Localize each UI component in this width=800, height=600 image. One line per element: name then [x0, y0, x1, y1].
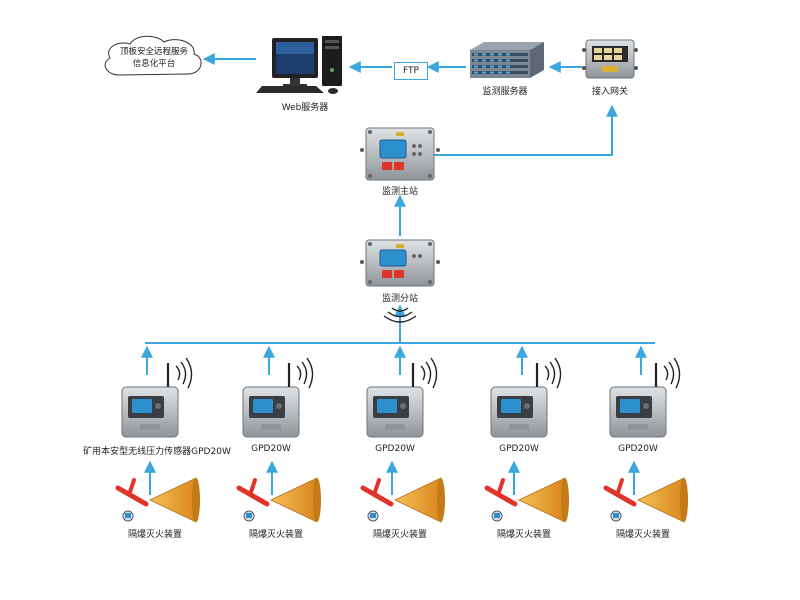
pressure-sensor-icon — [609, 386, 667, 438]
wireless-signal-icon — [663, 357, 681, 389]
sensor-unit — [360, 357, 445, 523]
main-station-label: 监测主站 — [381, 187, 418, 197]
fire-suppression-device-icon — [115, 477, 200, 523]
sensor-group — [115, 357, 688, 523]
wireless-signal-icon — [383, 307, 417, 323]
web-server-label: Web服务器 — [281, 103, 329, 113]
sub-station-label: 监测分站 — [381, 294, 418, 304]
platform-line-1: 顶板安全远程服务 — [119, 47, 188, 57]
monitor-server-label: 监测服务器 — [482, 87, 528, 97]
connector-lines — [141, 53, 655, 495]
cloud-icon — [104, 35, 202, 76]
sub-station-icon — [360, 239, 440, 287]
sensor-label: GPD20W — [499, 444, 539, 454]
platform-label: 顶板安全远程服务 信息化平台 — [112, 46, 196, 70]
wireless-signal-icon — [544, 357, 562, 389]
fire-suppression-device-icon — [236, 477, 321, 523]
gateway-label: 接入网关 — [591, 87, 628, 97]
wireless-signal-icon — [296, 357, 314, 389]
ftp-box: FTP — [394, 62, 428, 80]
fire-device-label: 隔爆灭火装置 — [372, 530, 427, 540]
platform-line-2: 信息化平台 — [132, 59, 176, 69]
pressure-sensor-icon — [242, 386, 300, 438]
sensor-label: GPD20W — [375, 444, 415, 454]
fire-device-label: 隔爆灭火装置 — [248, 530, 303, 540]
fire-suppression-device-icon — [360, 477, 445, 523]
web-server-icon — [256, 36, 342, 94]
fire-device-label: 隔爆灭火装置 — [615, 530, 670, 540]
server-rack-icon — [470, 42, 544, 78]
pressure-sensor-icon — [490, 386, 548, 438]
sensor-unit — [603, 357, 688, 523]
gateway-icon — [582, 39, 638, 79]
fire-suppression-device-icon — [484, 477, 569, 523]
sensor-unit — [484, 357, 569, 523]
main-station-icon — [360, 127, 440, 181]
fire-suppression-device-icon — [603, 477, 688, 523]
sensor-unit — [115, 357, 200, 523]
fire-device-label: 隔爆灭火装置 — [127, 530, 182, 540]
sensor-label: GPD20W — [251, 444, 291, 454]
wireless-signal-icon — [175, 357, 193, 389]
sensor-label: 矿用本安型无线压力传感器GPD20W — [83, 447, 231, 457]
wireless-signal-icon — [420, 357, 438, 389]
pressure-sensor-icon — [121, 386, 179, 438]
sensor-unit — [236, 357, 321, 523]
sensor-label: GPD20W — [618, 444, 658, 454]
pressure-sensor-icon — [366, 386, 424, 438]
fire-device-label: 隔爆灭火装置 — [496, 530, 551, 540]
